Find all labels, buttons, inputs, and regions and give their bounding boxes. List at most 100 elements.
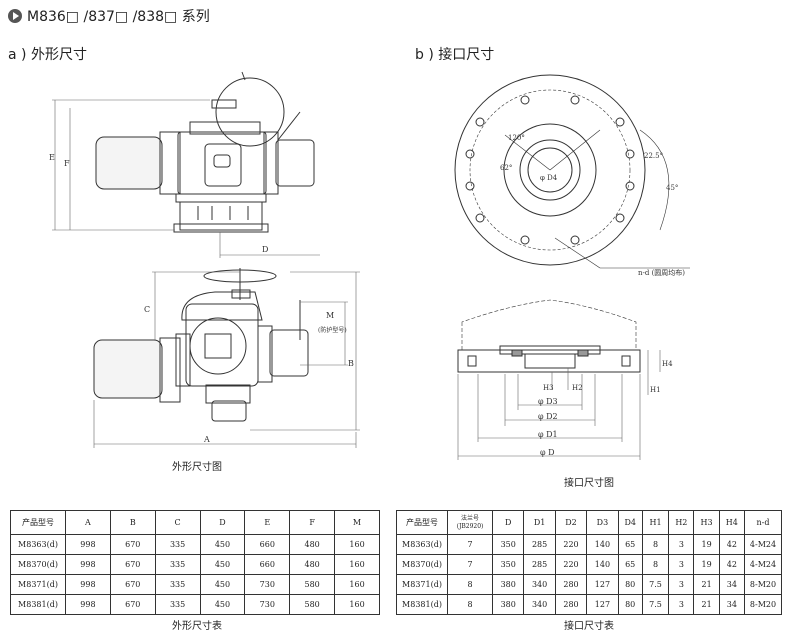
table-cell: 127 bbox=[586, 594, 619, 615]
header-cell: H1 bbox=[641, 510, 670, 535]
header-cell: 产品型号 bbox=[10, 510, 66, 535]
table-cell: 42 bbox=[718, 554, 746, 575]
actuator-side-view bbox=[93, 268, 309, 422]
table-cell: 730 bbox=[244, 594, 291, 615]
table-cell: 3 bbox=[668, 554, 695, 575]
table-cell: M8381(d) bbox=[10, 594, 66, 615]
header-cell: D3 bbox=[586, 510, 619, 535]
table-cell: 7.5 bbox=[641, 594, 670, 615]
table-cell: 380 bbox=[491, 574, 525, 595]
table-cell: M8381(d) bbox=[396, 594, 448, 615]
table-cell: 335 bbox=[154, 554, 201, 575]
dim-phiD2-label: φ D2 bbox=[538, 412, 558, 421]
table-cell: 3 bbox=[668, 574, 695, 595]
dim-C-label: C bbox=[144, 305, 150, 314]
table-cell: 160 bbox=[334, 534, 380, 555]
table-cell: 3 bbox=[668, 594, 695, 615]
table-cell: 280 bbox=[554, 574, 588, 595]
table-cell: 8-M20 bbox=[744, 594, 782, 615]
header-cell: A bbox=[65, 510, 111, 535]
table-cell: 450 bbox=[199, 554, 246, 575]
table-cell: 998 bbox=[65, 574, 111, 595]
header-cell: C bbox=[154, 510, 201, 535]
table-cell: 660 bbox=[244, 534, 291, 555]
table-header-row: 产品型号 法兰号(JB2920) D D1 D2 D3 D4 H1 H2 H3 … bbox=[396, 510, 782, 535]
dim-E-label: E bbox=[49, 153, 55, 162]
table-cell: 998 bbox=[65, 594, 111, 615]
technical-drawings: E F D C M (防护型号) B A 120° 62° 22.5° 45° … bbox=[49, 71, 690, 460]
header-cell: D bbox=[199, 510, 246, 535]
table-cell: 340 bbox=[523, 574, 556, 595]
table-cell: 730 bbox=[244, 574, 291, 595]
table-cell: 19 bbox=[693, 534, 720, 555]
table-cell: 340 bbox=[523, 594, 556, 615]
table-cell: 450 bbox=[199, 534, 246, 555]
actuator-front-view bbox=[95, 71, 315, 233]
table-cell: 140 bbox=[586, 554, 619, 575]
dim-H4-label: H4 bbox=[662, 360, 673, 368]
table-cell: 7 bbox=[447, 554, 493, 575]
table-cell: 8-M20 bbox=[744, 574, 782, 595]
outline-table-caption: 外形尺寸表 bbox=[172, 621, 222, 632]
table-cell: 660 bbox=[244, 554, 291, 575]
table-cell: 670 bbox=[109, 554, 156, 575]
page-title-text: M836□ /837□ /838□ 系列 bbox=[27, 9, 210, 25]
flange-section-view bbox=[457, 299, 641, 373]
table-cell: 19 bbox=[693, 554, 720, 575]
table-header-row: 产品型号 A B C D E F M bbox=[10, 510, 380, 535]
table-cell: 65 bbox=[617, 554, 643, 575]
table-cell: 8 bbox=[641, 554, 670, 575]
header-cell: D4 bbox=[617, 510, 643, 535]
header-cell: B bbox=[109, 510, 156, 535]
hole-note-label: n-d (圆周均布) bbox=[638, 268, 685, 277]
table-cell: 335 bbox=[154, 534, 201, 555]
table-cell: M8370(d) bbox=[396, 554, 448, 575]
table-cell: 998 bbox=[65, 554, 111, 575]
table-cell: M8363(d) bbox=[396, 534, 448, 555]
outline-drawing-caption: 外形尺寸图 bbox=[172, 462, 222, 473]
dim-phiD-label: φ D bbox=[540, 448, 555, 457]
table-cell: 480 bbox=[289, 534, 336, 555]
section-a-title: a ) 外形尺寸 bbox=[8, 47, 87, 63]
table-cell: 8 bbox=[447, 574, 493, 595]
table-cell: 280 bbox=[554, 594, 588, 615]
table-cell: 335 bbox=[154, 594, 201, 615]
table-cell: 7.5 bbox=[641, 574, 670, 595]
page-title: M836□ /837□ /838□ 系列 bbox=[8, 6, 210, 26]
table-cell: 670 bbox=[109, 574, 156, 595]
header-cell: 产品型号 bbox=[396, 510, 448, 535]
dim-M-note: (防护型号) bbox=[318, 326, 347, 334]
table-cell: 7 bbox=[447, 534, 493, 555]
table-cell: M8371(d) bbox=[10, 574, 66, 595]
flange-top-view bbox=[454, 74, 690, 269]
table-cell: 670 bbox=[109, 594, 156, 615]
header-cell: M bbox=[334, 510, 380, 535]
table-cell: 580 bbox=[289, 574, 336, 595]
table-cell: 3 bbox=[668, 534, 695, 555]
table-cell: 4-M24 bbox=[744, 534, 782, 555]
table-cell: 350 bbox=[491, 534, 525, 555]
dim-phiD1-label: φ D1 bbox=[538, 430, 558, 439]
dim-H1-label: H1 bbox=[650, 386, 661, 394]
table-cell: 65 bbox=[617, 534, 643, 555]
table-cell: 160 bbox=[334, 574, 380, 595]
table-cell: 140 bbox=[586, 534, 619, 555]
table-cell: 450 bbox=[199, 594, 246, 615]
table-cell: 127 bbox=[586, 574, 619, 595]
table-cell: 160 bbox=[334, 594, 380, 615]
table-cell: 350 bbox=[491, 554, 525, 575]
header-cell: H4 bbox=[718, 510, 746, 535]
table-cell: 8 bbox=[641, 534, 670, 555]
table-cell: 8 bbox=[447, 594, 493, 615]
table-cell: 80 bbox=[617, 574, 643, 595]
table-cell: 21 bbox=[693, 574, 720, 595]
table-cell: 998 bbox=[65, 534, 111, 555]
table-cell: 450 bbox=[199, 574, 246, 595]
